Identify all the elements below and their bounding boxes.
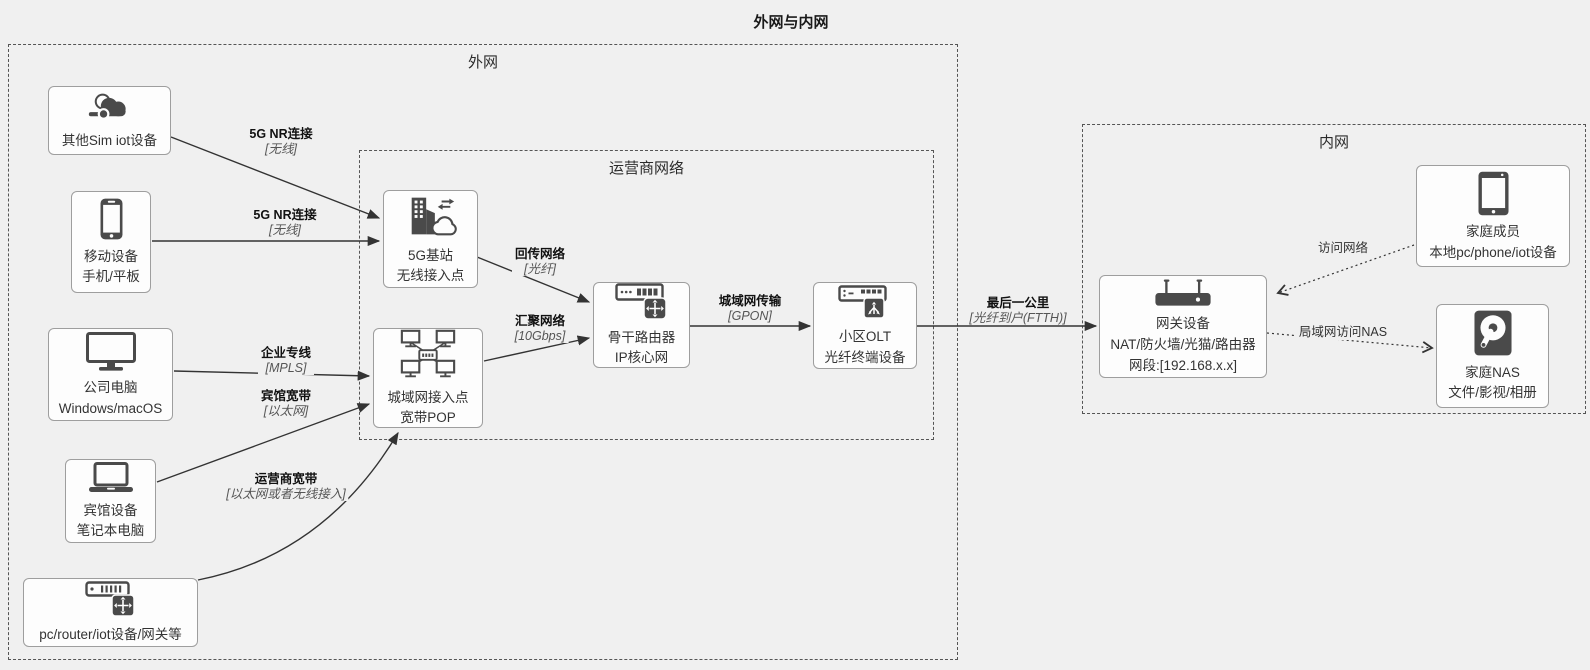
tablet-icon	[1477, 171, 1509, 221]
node-core-router: 骨干路由器 IP核心网	[593, 282, 690, 368]
core-router-icon	[614, 283, 669, 326]
group-internal-network: 内网	[1082, 124, 1586, 414]
node-sublabel: 宽带POP	[400, 410, 456, 426]
node-sublabel: 文件/影视/相册	[1448, 385, 1537, 401]
node-label: 小区OLT	[838, 329, 892, 345]
wifi-router-icon	[1154, 279, 1212, 313]
node-label: 移动设备	[84, 248, 138, 264]
node-family-members: 家庭成员 本地pc/phone/iot设备	[1416, 165, 1570, 267]
node-subnet-label: 网段:[192.168.x.x]	[1128, 357, 1238, 373]
node-gateway: 网关设备 NAT/防火墙/光猫/路由器 网段:[192.168.x.x]	[1099, 275, 1267, 378]
node-home-nas: 家庭NAS 文件/影视/相册	[1436, 304, 1549, 408]
cloud-iot-icon	[87, 92, 133, 129]
node-label: pc/router/iot设备/网关等	[39, 627, 182, 642]
node-olt: 小区OLT 光纤终端设备	[813, 282, 917, 369]
edge-label-mobile-to-bs: 5G NR连接 [无线]	[250, 208, 320, 237]
edge-label-gateway-to-nas: 局域网访问NAS	[1295, 325, 1391, 340]
desktop-monitor-icon	[85, 331, 136, 377]
node-label: 5G基站	[407, 247, 453, 263]
node-sublabel: Windows/macOS	[58, 400, 163, 416]
laptop-icon	[88, 462, 134, 499]
edge-label-router-to-pop: 运营商宽带 [以太网或者无线接入]	[223, 472, 349, 501]
hard-disk-icon	[1473, 310, 1512, 361]
edge-label-pc-to-pop: 企业专线 [MPLS]	[257, 346, 315, 375]
node-sublabel: NAT/防火墙/光猫/路由器	[1110, 337, 1256, 352]
node-label: 网关设备	[1156, 316, 1210, 332]
group-external-label: 外网	[467, 54, 499, 71]
node-hotel-laptop: 宾馆设备 笔记本电脑	[65, 459, 156, 543]
edge-router-to-pop	[197, 431, 399, 581]
group-operator-label: 运营商网络	[608, 160, 685, 177]
edge-label-sim-to-bs: 5G NR连接 [无线]	[246, 127, 316, 156]
edge-sim-to-bs	[170, 136, 381, 219]
edge-family-to-gateway	[1276, 244, 1415, 296]
lan-topology-icon	[398, 329, 458, 386]
node-sublabel: IP核心网	[614, 350, 669, 366]
node-company-pc: 公司电脑 Windows/macOS	[48, 328, 173, 421]
router-rack-icon	[84, 581, 137, 623]
edge-label-pop-to-core: 汇聚网络 [10Gbps]	[511, 314, 569, 343]
node-sublabel: 无线接入点	[396, 268, 465, 284]
edge-pop-to-core	[483, 335, 591, 362]
group-internal-label: 内网	[1318, 134, 1350, 151]
node-label: 家庭NAS	[1465, 364, 1520, 380]
node-sublabel: 笔记本电脑	[76, 523, 145, 539]
base-station-icon	[403, 193, 459, 244]
node-5g-base-station: 5G基站 无线接入点	[383, 190, 478, 288]
olt-switch-icon	[838, 284, 892, 326]
node-metro-pop: 城域网接入点 宽带POP	[373, 328, 483, 428]
node-label: 家庭成员	[1466, 224, 1520, 240]
edge-bs-to-core	[476, 256, 591, 303]
edge-label-family-to-gateway: 访问网络	[1314, 241, 1372, 256]
diagram-title: 外网与内网	[753, 14, 829, 31]
node-sublabel: 光纤终端设备	[824, 349, 906, 365]
edge-label-olt-to-gateway: 最后一公里 [光纤到户(FTTH)]	[966, 296, 1070, 325]
node-label: 宾馆设备	[83, 502, 138, 518]
node-sim-iot-devices: 其他Sim iot设备	[48, 86, 171, 155]
node-label: 城域网接入点	[387, 389, 469, 405]
group-external-network: 外网	[8, 44, 958, 660]
node-mobile-device: 移动设备 手机/平板	[71, 191, 151, 293]
node-label: 其他Sim iot设备	[61, 132, 158, 148]
node-sublabel: 手机/平板	[82, 269, 140, 285]
node-label: 骨干路由器	[607, 329, 676, 345]
node-sublabel: 本地pc/phone/iot设备	[1429, 244, 1557, 260]
edge-label-core-to-olt: 城域网传输 [GPON]	[715, 294, 785, 323]
edge-label-bs-to-core: 回传网络 [光纤]	[511, 247, 569, 276]
edge-label-hotel-to-pop: 宾馆宽带 [以太网]	[257, 389, 315, 418]
group-operator-network: 运营商网络	[359, 150, 934, 440]
node-label: 公司电脑	[83, 380, 138, 396]
edge-hotel-to-pop	[156, 403, 371, 483]
node-pc-router-iot: pc/router/iot设备/网关等	[23, 578, 198, 647]
smartphone-icon	[100, 198, 123, 245]
